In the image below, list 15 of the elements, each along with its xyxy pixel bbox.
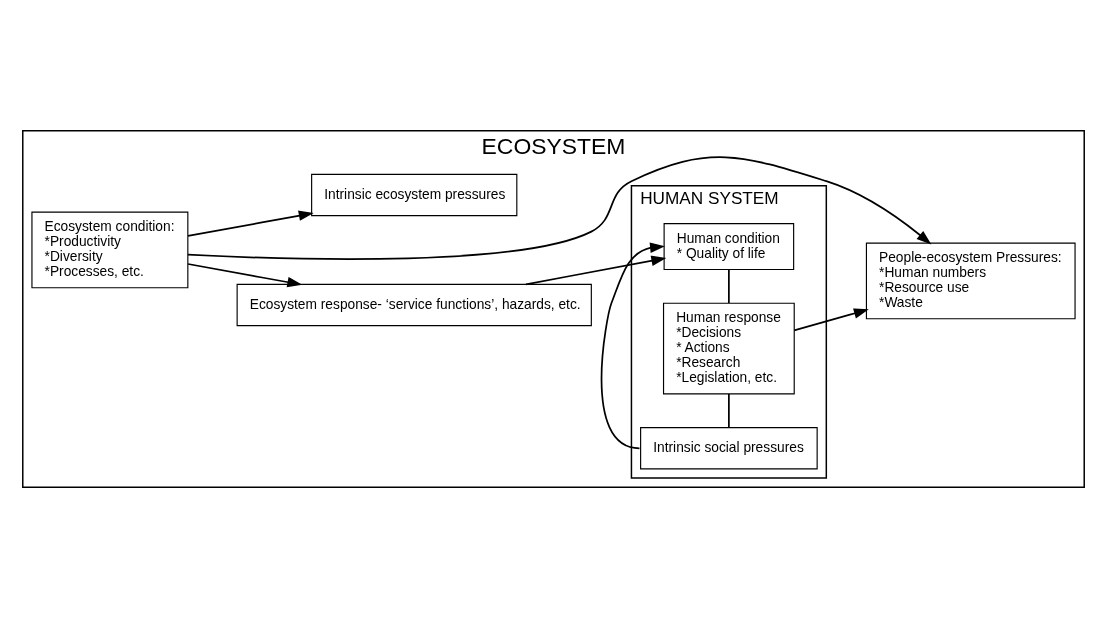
arrow [793, 307, 869, 331]
node-box: Intrinsic social pressures [640, 426, 818, 469]
arrow [525, 255, 667, 285]
node-box: Human response *Decisions * Actions *Research *Legislation, etc. [662, 302, 795, 394]
node-box: Ecosystem response- ‘service functions’, hazards, etc. [236, 283, 592, 326]
connector [728, 268, 730, 304]
node-box: People-ecosystem Pressures: *Human numbers *Resource use *Waste [865, 242, 1076, 319]
node-box: Human condition * Quality of life [663, 222, 795, 270]
connector [728, 392, 730, 428]
arrow [187, 262, 303, 287]
arrow [187, 210, 314, 237]
arrow [600, 242, 665, 449]
arrow [187, 155, 932, 260]
node-box: Intrinsic ecosystem pressures [311, 173, 518, 216]
node-box: Ecosystem condition: *Productivity *Diversity *Processes, etc. [31, 211, 189, 288]
